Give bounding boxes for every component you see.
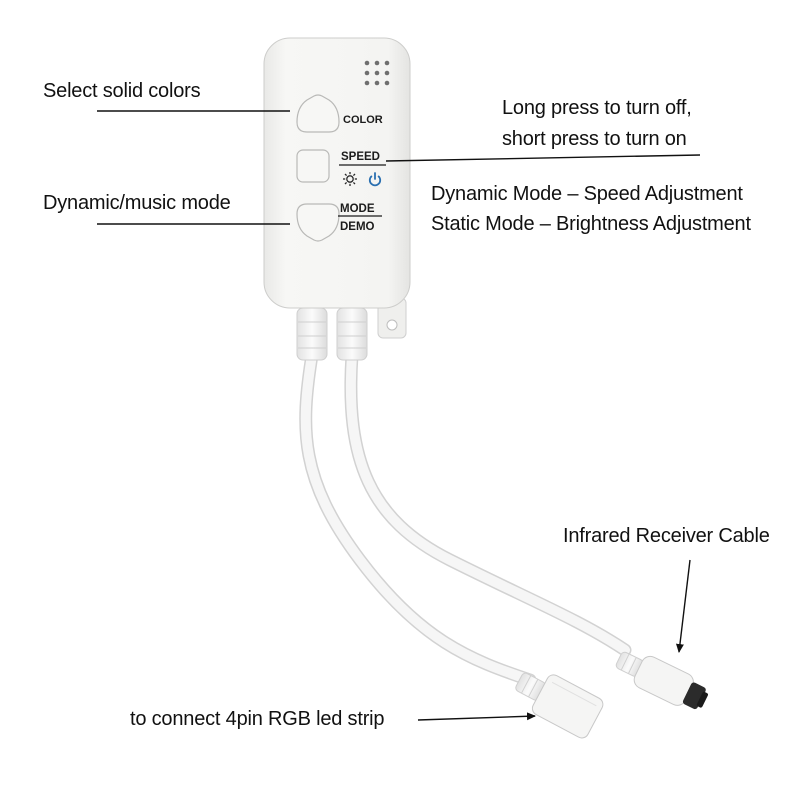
infrared-receiver-cable-label: Infrared Receiver Cable: [563, 525, 770, 547]
strain-reliefs: [296, 307, 368, 361]
select-solid-colors-label: Select solid colors: [43, 80, 201, 102]
led-strip-leader: [417, 712, 536, 721]
long-press-label-line2: short press to turn on: [502, 128, 687, 150]
sun-icon: [343, 172, 357, 186]
speed-button-label: SPEED: [341, 151, 380, 163]
infrared-leader: [675, 559, 691, 653]
demo-button-label: DEMO: [340, 221, 375, 233]
color-button-label: COLOR: [343, 114, 383, 126]
infrared-connector: [615, 651, 708, 710]
connect-led-strip-label: to connect 4pin RGB led strip: [130, 708, 385, 730]
power-icon: [368, 172, 382, 187]
long-press-label-line1: Long press to turn off,: [502, 97, 692, 119]
controller-body: COLOR SPEED MODE DEMO: [263, 37, 411, 309]
static-mode-brightness-label: Static Mode – Brightness Adjustment: [431, 213, 751, 235]
dynamic-music-mode-label: Dynamic/music mode: [43, 192, 231, 214]
led-strip-connector: [515, 672, 604, 739]
speed-leader: [385, 154, 701, 162]
mic-holes: [364, 60, 390, 86]
speed-power-button[interactable]: [296, 149, 330, 183]
mode-button-label: MODE: [340, 203, 375, 215]
dynamic-mode-speed-label: Dynamic Mode – Speed Adjustment: [431, 183, 743, 205]
color-button[interactable]: [296, 94, 340, 133]
leader-lines: [97, 110, 701, 721]
mode-button[interactable]: [296, 203, 340, 242]
led-strip-cable: [299, 348, 537, 687]
cables: [299, 348, 632, 687]
